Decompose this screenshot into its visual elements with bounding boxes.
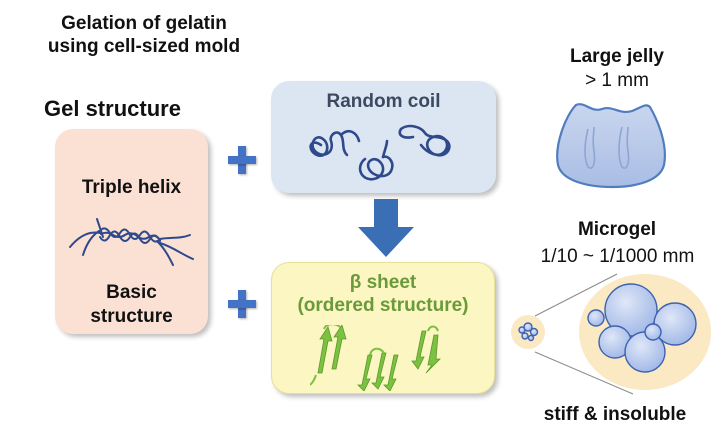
- jelly-icon: [556, 103, 666, 189]
- beta-sheet-icon: [310, 325, 441, 391]
- beta-sheet-line-1: β sheet: [349, 272, 417, 293]
- basic-structure-label: Basic structure: [55, 281, 208, 329]
- basic-structure-line-2: structure: [90, 306, 173, 327]
- basic-structure-line-1: Basic: [106, 282, 157, 303]
- random-coil-icon: [309, 124, 451, 181]
- diagram-title: Gelation of gelatin using cell-sized mol…: [14, 12, 274, 58]
- beta-sheet-line-2: (ordered structure): [297, 295, 469, 316]
- microgel-label: Microgel: [577, 219, 657, 240]
- microgel-icon: [511, 273, 711, 395]
- microgel-property: stiff & insoluble: [543, 404, 687, 425]
- beta-sheet-label: β sheet (ordered structure): [272, 271, 494, 317]
- beta-sheet-card: β sheet (ordered structure): [271, 262, 495, 394]
- microgel-size: 1/10 ~ 1/1000 mm: [540, 246, 695, 267]
- down-arrow-icon: [358, 199, 414, 257]
- random-coil-card: Random coil: [271, 81, 496, 193]
- large-jelly-label: Large jelly: [570, 46, 664, 67]
- title-line-2: using cell-sized mold: [47, 36, 241, 57]
- triple-helix-card: Triple helix Basic structure: [55, 129, 208, 334]
- title-line-1: Gelation of gelatin: [61, 13, 227, 34]
- plus-icon-bottom: [228, 290, 256, 318]
- gel-structure-heading: Gel structure: [44, 96, 181, 121]
- random-coil-label: Random coil: [326, 91, 441, 112]
- triple-helix-icon: [69, 218, 194, 266]
- large-jelly-size: > 1 mm: [585, 70, 649, 91]
- triple-helix-label: Triple helix: [81, 177, 182, 198]
- plus-icon-top: [228, 146, 256, 174]
